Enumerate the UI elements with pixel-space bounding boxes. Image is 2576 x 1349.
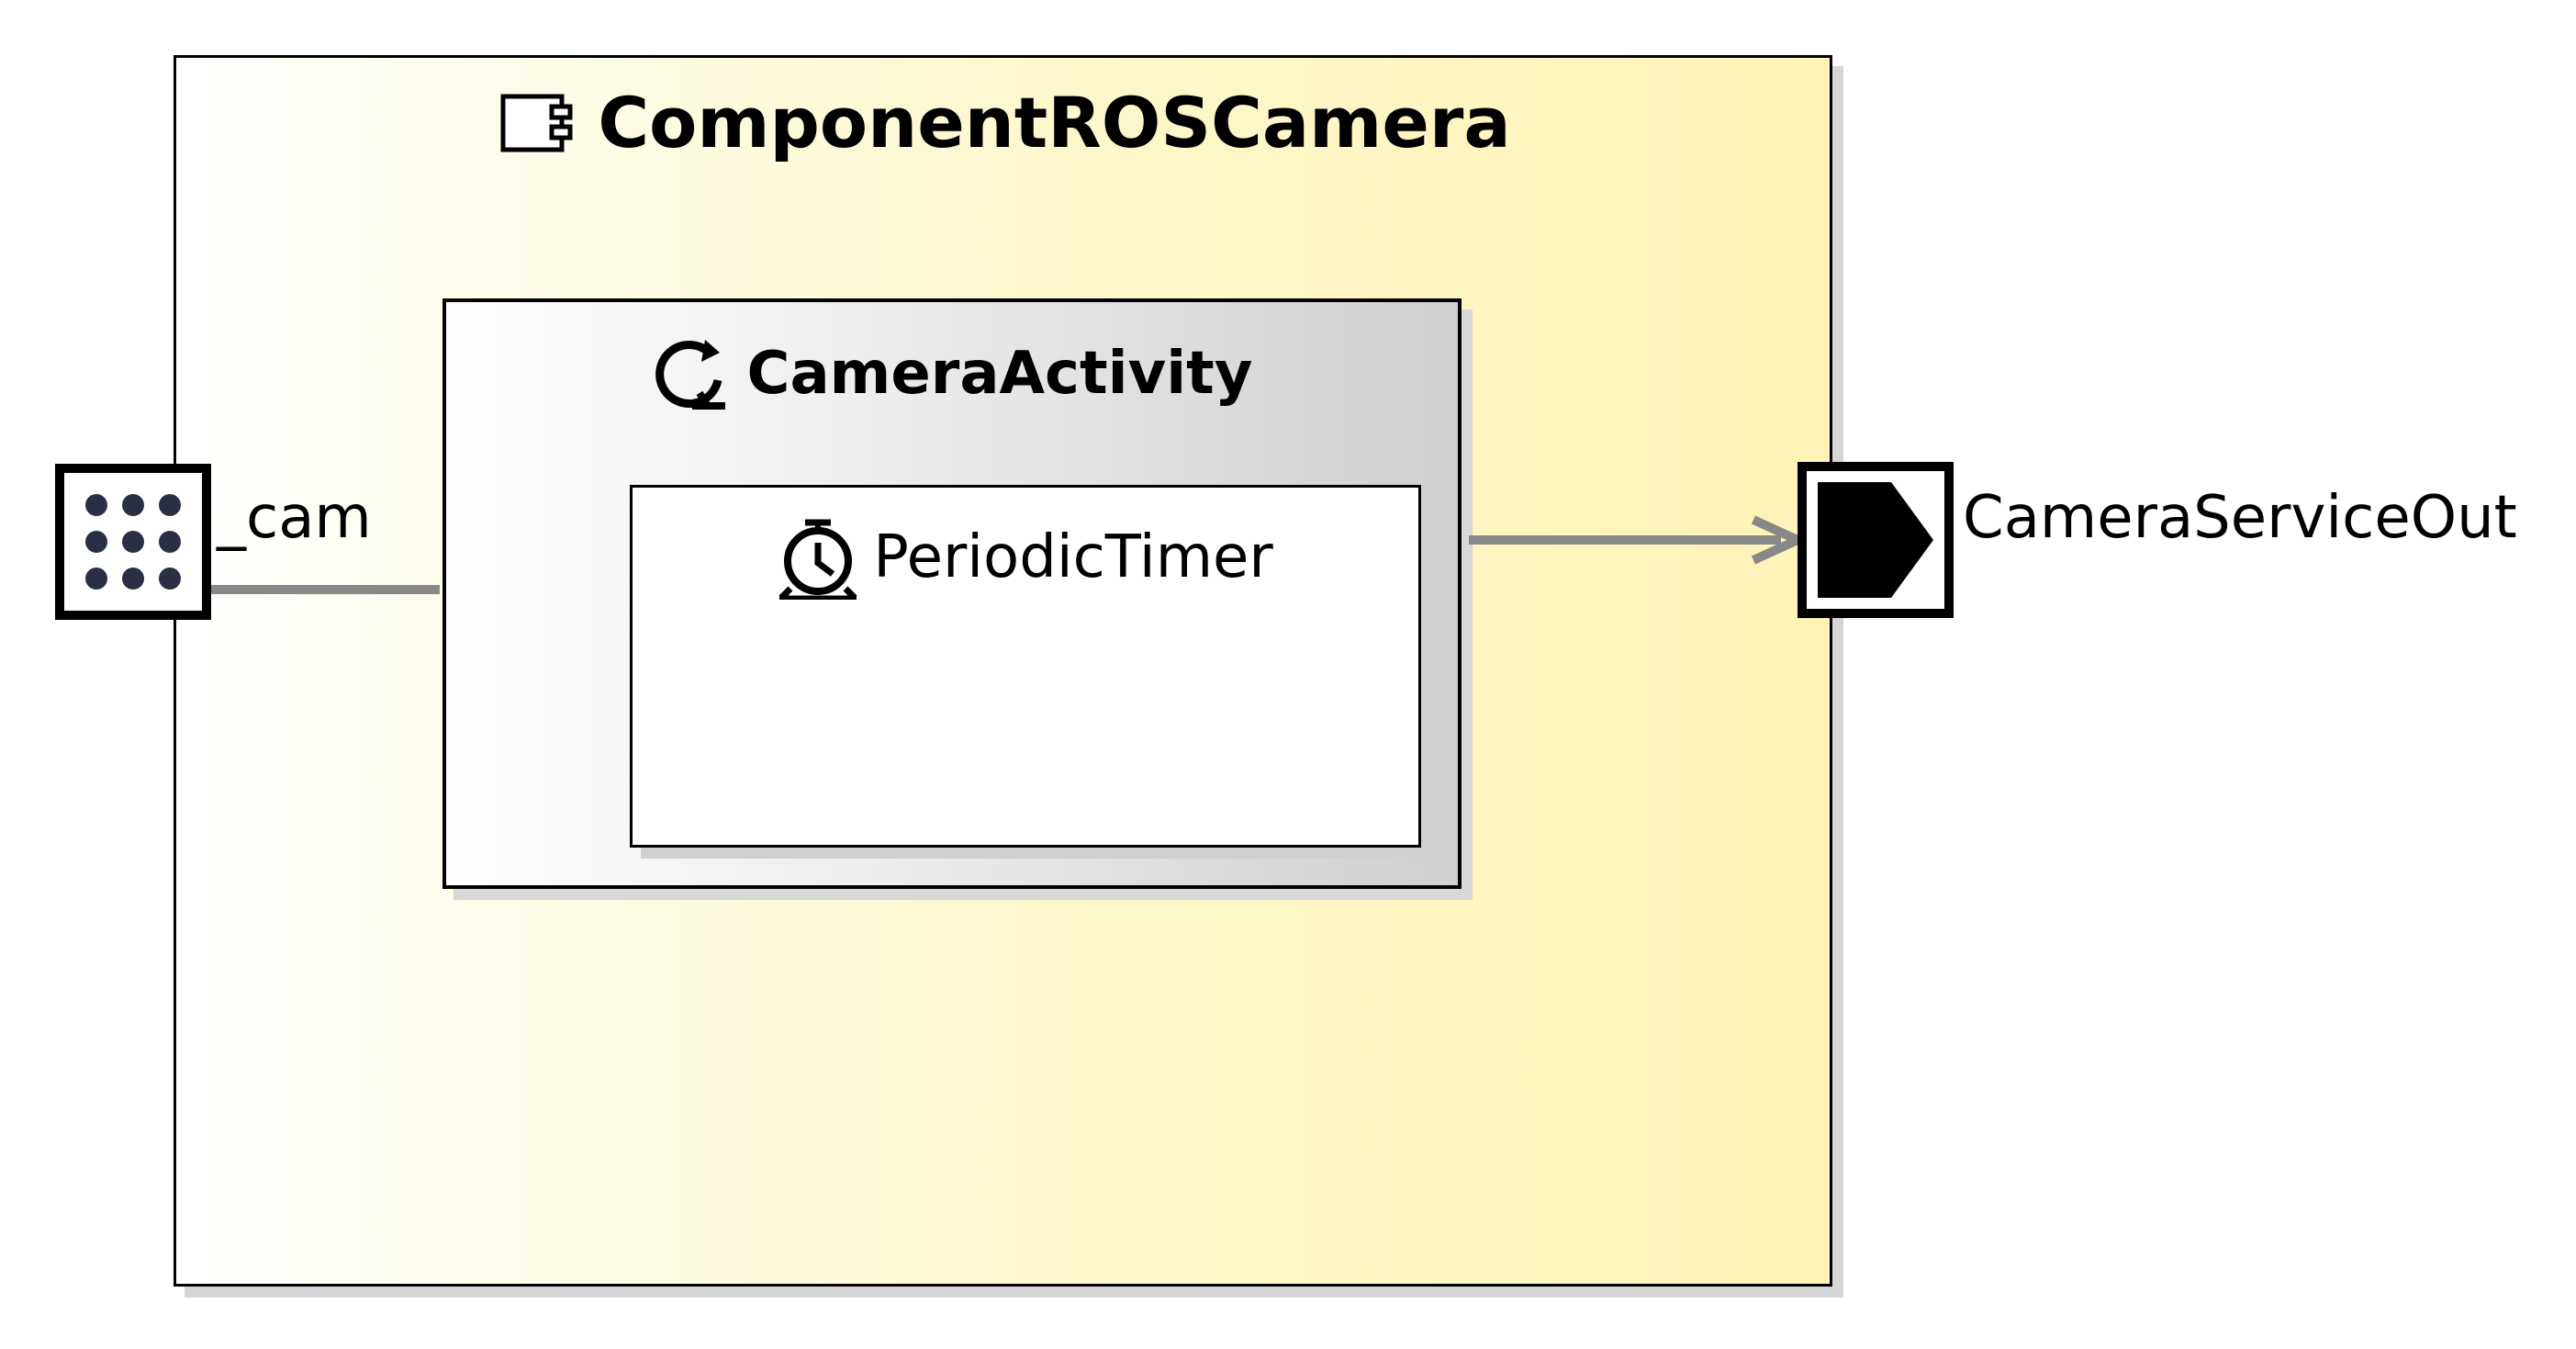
timer-box[interactable]: PeriodicTimer xyxy=(630,485,1421,848)
output-port-camera-service[interactable] xyxy=(1798,462,1954,618)
input-port-cam[interactable] xyxy=(55,464,211,620)
grid-dots-port-icon xyxy=(85,494,181,590)
activity-title: CameraActivity xyxy=(446,334,1458,413)
input-port-label: _cam xyxy=(217,484,372,552)
timer-title: PeriodicTimer xyxy=(633,515,1418,600)
component-name: ComponentROSCamera xyxy=(598,82,1511,163)
refresh-cycle-icon xyxy=(655,340,725,410)
component-icon xyxy=(500,94,573,152)
alarm-clock-icon xyxy=(778,519,857,600)
component-box[interactable]: ComponentROSCamera CameraActivity Period… xyxy=(174,55,1832,1287)
component-title: ComponentROSCamera xyxy=(176,84,1835,158)
arrow-out-port-icon xyxy=(1818,482,1933,598)
timer-name: PeriodicTimer xyxy=(873,523,1273,591)
output-port-label: CameraServiceOut xyxy=(1963,484,2517,552)
activity-name: CameraActivity xyxy=(746,340,1253,408)
